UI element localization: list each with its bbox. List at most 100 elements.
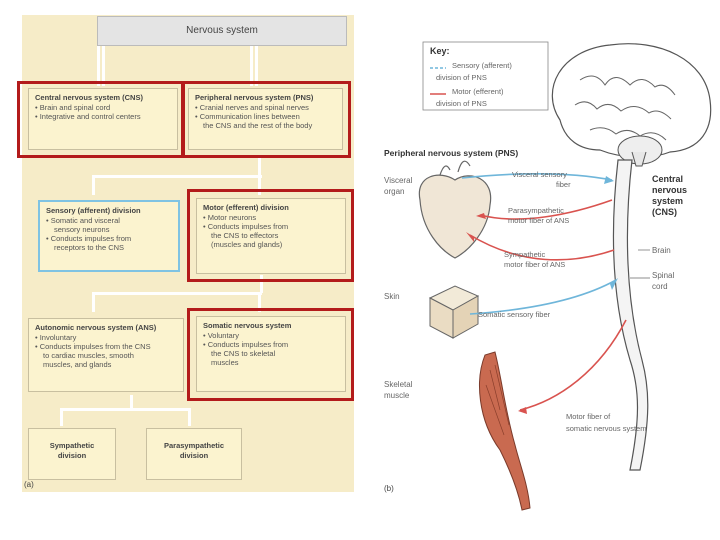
parasympathetic-title-2: division xyxy=(179,451,209,460)
connector xyxy=(92,175,262,178)
key-sensory-line2: division of PNS xyxy=(436,73,487,82)
cns-label-2: nervous xyxy=(652,185,688,195)
connector xyxy=(60,408,190,411)
connector xyxy=(92,292,95,312)
sympathetic-fiber xyxy=(469,234,615,261)
ans-bullet: to cardiac muscles, smooth xyxy=(43,351,134,360)
arrow-icon xyxy=(518,407,527,414)
connector xyxy=(97,46,100,86)
cns-bullet: • Integrative and control centers xyxy=(35,112,141,121)
motor-division-box: Motor (efferent) division • Motor neuron… xyxy=(196,198,346,274)
sympathetic-label-1: Sympathetic xyxy=(504,250,546,259)
skeletal-muscle-drawing xyxy=(479,351,531,511)
parasympathetic-box: Parasympathetic division xyxy=(146,428,242,480)
nervous-system-label: Nervous system xyxy=(186,25,258,36)
parasympathetic-fiber xyxy=(479,199,613,220)
brain-drawing xyxy=(551,43,712,167)
arrow-icon xyxy=(604,176,614,184)
arrow-icon xyxy=(610,278,618,290)
parasympathetic-label-1: Parasympathetic xyxy=(508,206,564,215)
sensory-bullet: • Somatic and visceral xyxy=(46,216,120,225)
panel-b-tag: (b) xyxy=(384,484,394,493)
pns-bullet: • Communication lines between xyxy=(195,112,300,121)
pns-heading: Peripheral nervous system (PNS) xyxy=(384,148,519,158)
cns-title: Central nervous system (CNS) xyxy=(35,93,143,102)
connector xyxy=(102,46,105,86)
cns-box: Central nervous system (CNS) • Brain and… xyxy=(28,88,178,150)
connector xyxy=(60,408,63,426)
spinal-cord-drawing xyxy=(612,159,649,471)
highlight-motor xyxy=(187,189,354,282)
cns-label-4: (CNS) xyxy=(652,207,677,217)
parasympathetic-label-2: motor fiber of ANS xyxy=(508,216,570,225)
spinal-cord-label-1: Spinal xyxy=(652,271,675,280)
pns-bullet: • Cranial nerves and spinal nerves xyxy=(195,103,309,112)
connector xyxy=(130,395,133,409)
somatic-motor-fiber xyxy=(519,319,627,411)
ans-title: Autonomic nervous system (ANS) xyxy=(35,323,157,332)
somatic-box: Somatic nervous system • Voluntary • Con… xyxy=(196,316,346,392)
brain-label: Brain xyxy=(652,246,671,255)
cns-label-3: system xyxy=(652,196,684,206)
somatic-sensory-fiber xyxy=(469,279,617,315)
connector xyxy=(250,46,253,86)
connector xyxy=(188,408,191,426)
sympathetic-title-2: division xyxy=(57,451,87,460)
ans-bullet: muscles, and glands xyxy=(43,360,112,369)
motor-bullet: • Conducts impulses from xyxy=(203,222,289,231)
motor-fiber-label-2: somatic nervous system xyxy=(566,424,647,433)
connector xyxy=(92,292,262,295)
skeletal-muscle-label-2: muscle xyxy=(384,391,410,400)
motor-bullet: the CNS to effectors xyxy=(211,231,279,240)
skin-drawing xyxy=(428,285,480,339)
key-motor-line2: division of PNS xyxy=(436,99,487,108)
connector xyxy=(255,46,258,86)
ans-bullet: • Conducts impulses from the CNS xyxy=(35,342,151,351)
sensory-bullet: • Conducts impulses from xyxy=(46,234,132,243)
connector xyxy=(92,175,95,195)
highlight-somatic xyxy=(187,308,354,401)
visceral-sensory-fiber xyxy=(461,172,613,181)
somatic-bullet: muscles xyxy=(211,358,239,367)
sympathetic-box: Sympathetic division xyxy=(28,428,116,480)
sensory-bullet: sensory neurons xyxy=(54,225,110,234)
sensory-division-box: Sensory (afferent) division • Somatic an… xyxy=(38,200,180,272)
arrow-icon xyxy=(466,232,474,242)
nervous-system-box: Nervous system xyxy=(97,16,347,46)
arrow-icon xyxy=(476,213,486,219)
pns-box: Peripheral nervous system (PNS) • Crania… xyxy=(188,88,343,150)
sympathetic-title: Sympathetic xyxy=(49,441,95,450)
motor-title: Motor (efferent) division xyxy=(203,203,289,212)
skin-label: Skin xyxy=(384,292,400,301)
visceral-organ-label-2: organ xyxy=(384,187,405,196)
connector xyxy=(258,175,261,195)
ans-box: Autonomic nervous system (ANS) • Involun… xyxy=(28,318,184,392)
pns-title: Peripheral nervous system (PNS) xyxy=(195,93,314,102)
panel-a-tag: (a) xyxy=(24,480,34,489)
motor-fiber-label-1: Motor fiber of xyxy=(566,412,611,421)
spinal-cord-label-2: cord xyxy=(652,282,668,291)
somatic-title: Somatic nervous system xyxy=(203,321,292,330)
connector xyxy=(258,292,261,312)
somatic-bullet: the CNS to skeletal xyxy=(211,349,276,358)
ans-bullet: • Involuntary xyxy=(35,333,77,342)
connector xyxy=(258,157,261,175)
key-sensory-line1: Sensory (afferent) xyxy=(452,61,512,70)
visceral-sensory-label-2: fiber xyxy=(556,180,571,189)
sympathetic-label-2: motor fiber of ANS xyxy=(504,260,566,269)
somatic-bullet: • Voluntary xyxy=(203,331,239,340)
cns-bullet: • Brain and spinal cord xyxy=(35,103,111,112)
parasympathetic-title: Parasympathetic xyxy=(163,441,225,450)
sensory-bullet: receptors to the CNS xyxy=(54,243,125,252)
highlight-pns xyxy=(182,81,351,158)
skeletal-muscle-label-1: Skeletal xyxy=(384,380,413,389)
somatic-bullet: • Conducts impulses from xyxy=(203,340,289,349)
key-box xyxy=(422,41,549,111)
visceral-organ-label-1: Visceral xyxy=(384,176,413,185)
key-title: Key: xyxy=(430,46,450,56)
cns-label-1: Central xyxy=(652,174,684,184)
connector xyxy=(260,275,263,293)
key-motor-line1: Motor (efferent) xyxy=(452,87,504,96)
visceral-sensory-label-1: Visceral sensory xyxy=(512,170,567,179)
